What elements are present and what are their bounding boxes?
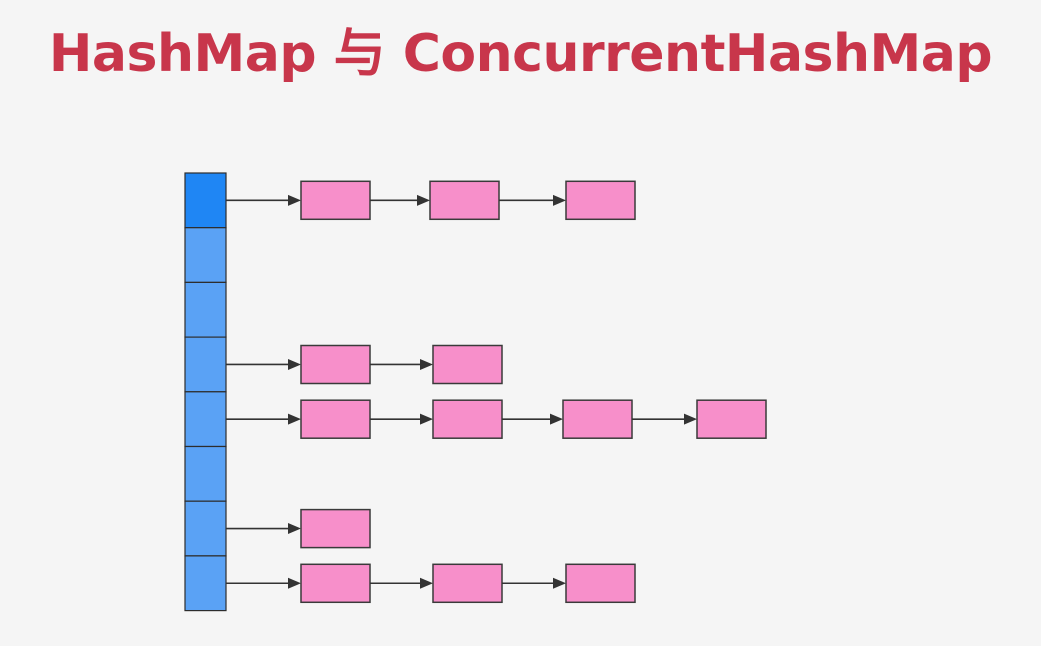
page-title: HashMap 与 ConcurrentHashMap — [48, 24, 993, 84]
arrowhead — [288, 577, 301, 589]
entry-node — [432, 399, 503, 439]
bucket-cell — [184, 391, 227, 448]
arrowhead — [417, 194, 430, 206]
arrowhead — [288, 523, 301, 535]
bucket-cell — [184, 172, 227, 229]
entry-node — [696, 399, 767, 439]
entry-node — [432, 344, 503, 385]
arrowhead — [550, 413, 563, 425]
entry-node — [562, 399, 633, 439]
bucket-cell — [184, 500, 227, 557]
arrowhead — [420, 358, 433, 370]
bucket-cell — [184, 336, 227, 393]
entry-node — [432, 563, 503, 604]
entry-node — [300, 399, 371, 439]
bucket-cell — [184, 555, 227, 612]
bucket-cell — [184, 227, 227, 283]
arrowhead — [420, 413, 433, 425]
entry-node — [300, 508, 371, 549]
entry-node — [300, 563, 371, 604]
arrowhead — [288, 194, 301, 206]
bucket-chains — [226, 180, 767, 604]
bucket-cell — [184, 445, 227, 502]
entry-node — [565, 180, 636, 221]
bucket-array — [184, 172, 227, 612]
entry-node — [300, 180, 371, 221]
arrowhead — [553, 577, 566, 589]
bucket-cell — [184, 281, 227, 338]
arrowhead — [288, 413, 301, 425]
entry-node — [300, 344, 371, 385]
arrowhead — [420, 577, 433, 589]
entry-node — [429, 180, 500, 221]
arrowhead — [288, 358, 301, 370]
entry-node — [565, 563, 636, 604]
arrowhead — [553, 194, 566, 206]
arrowhead — [684, 413, 697, 425]
